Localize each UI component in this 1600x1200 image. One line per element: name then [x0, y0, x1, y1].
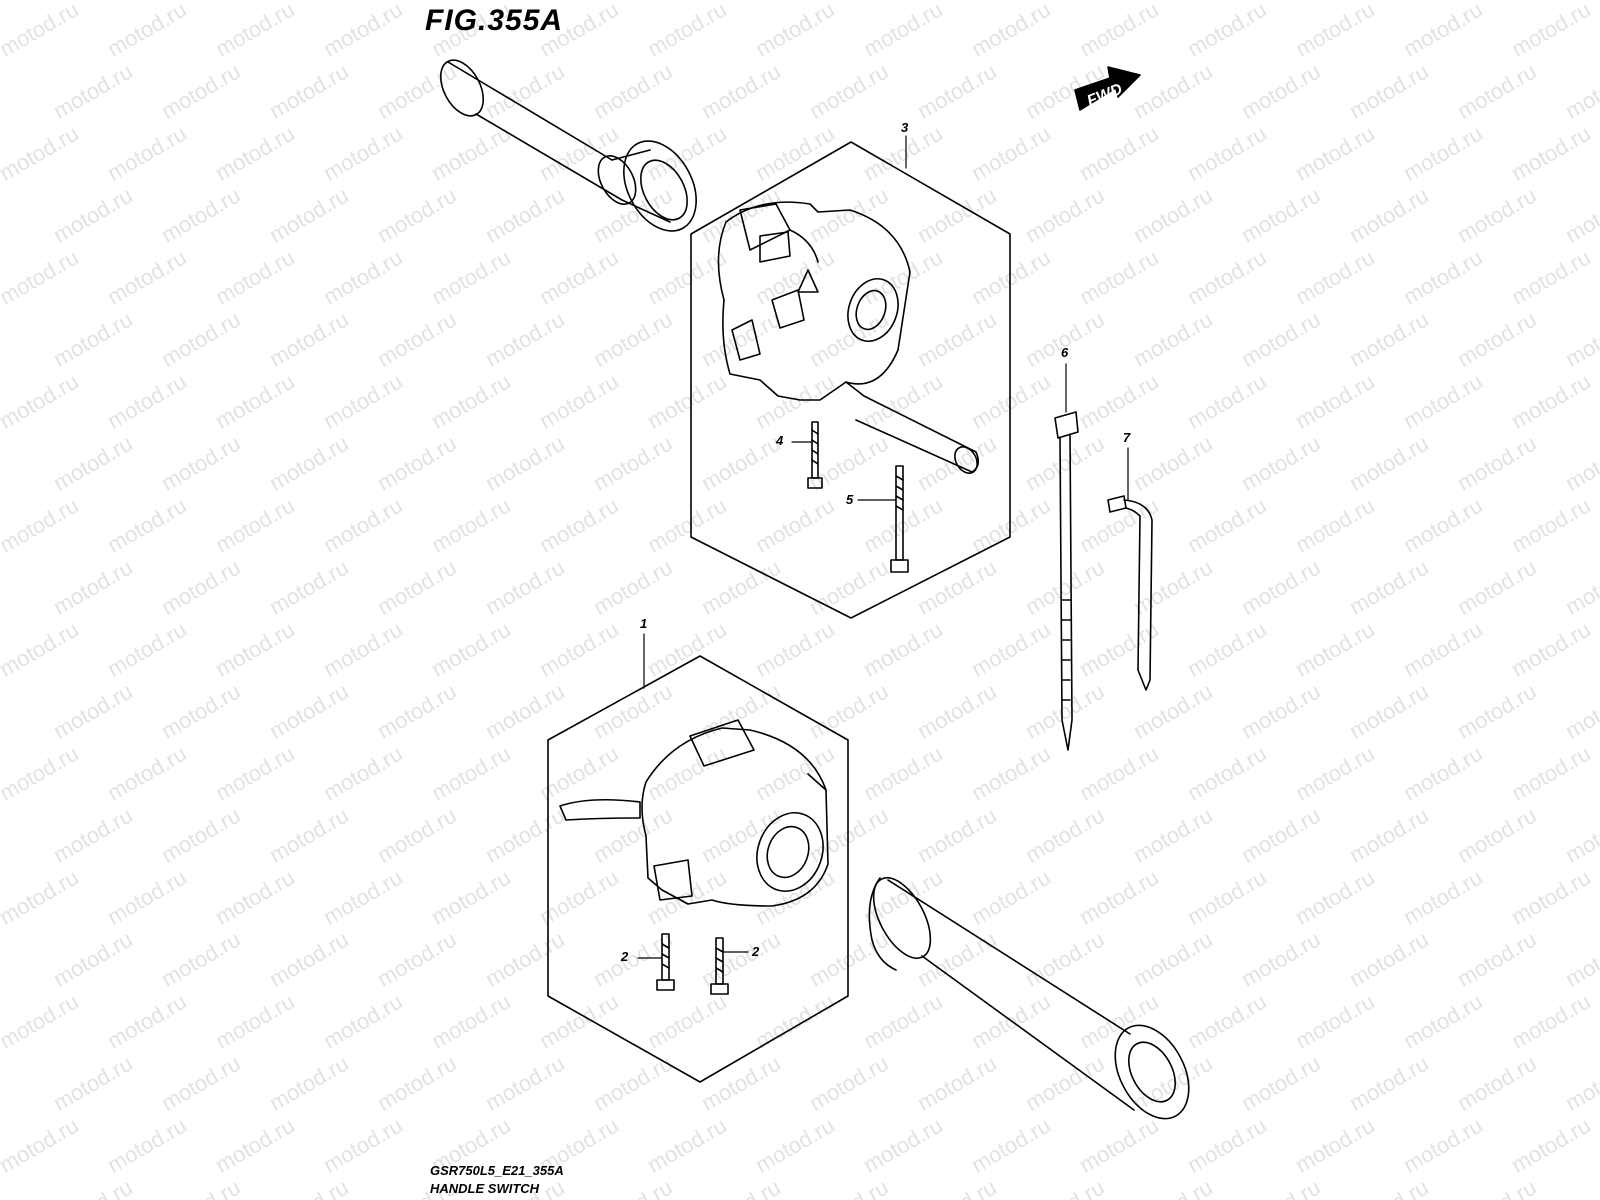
callout-3: 3 [901, 120, 909, 135]
left-handle-switch [559, 719, 829, 907]
right-switch-group-boundary [690, 141, 1011, 619]
leader-lines [637, 135, 1129, 959]
bottom-grip [868, 877, 1190, 1120]
right-handle-switch [717, 201, 980, 474]
diagram-caption: HANDLE SWITCH [430, 1181, 540, 1196]
callout-2b: 2 [752, 944, 760, 959]
callout-1: 1 [640, 616, 648, 631]
cable-clamp-part-7 [1107, 495, 1153, 691]
screw-part-2-right [710, 937, 729, 995]
callout-5: 5 [846, 492, 854, 507]
callout-6: 6 [1061, 345, 1069, 360]
diagram-code: GSR750L5_E21_355A [430, 1163, 564, 1178]
screw-part-4 [807, 421, 823, 489]
left-switch-group-boundary [547, 655, 849, 1083]
screw-part-5 [890, 465, 909, 573]
fwd-arrow-icon [1074, 66, 1141, 111]
screw-part-2-left [656, 933, 675, 991]
callout-4: 4 [776, 433, 784, 448]
callout-2a: 2 [621, 949, 629, 964]
top-grip [439, 59, 697, 232]
cable-tie-part-6 [1054, 411, 1079, 751]
figure-title: FIG.355A [425, 4, 564, 37]
callout-7: 7 [1123, 430, 1131, 445]
